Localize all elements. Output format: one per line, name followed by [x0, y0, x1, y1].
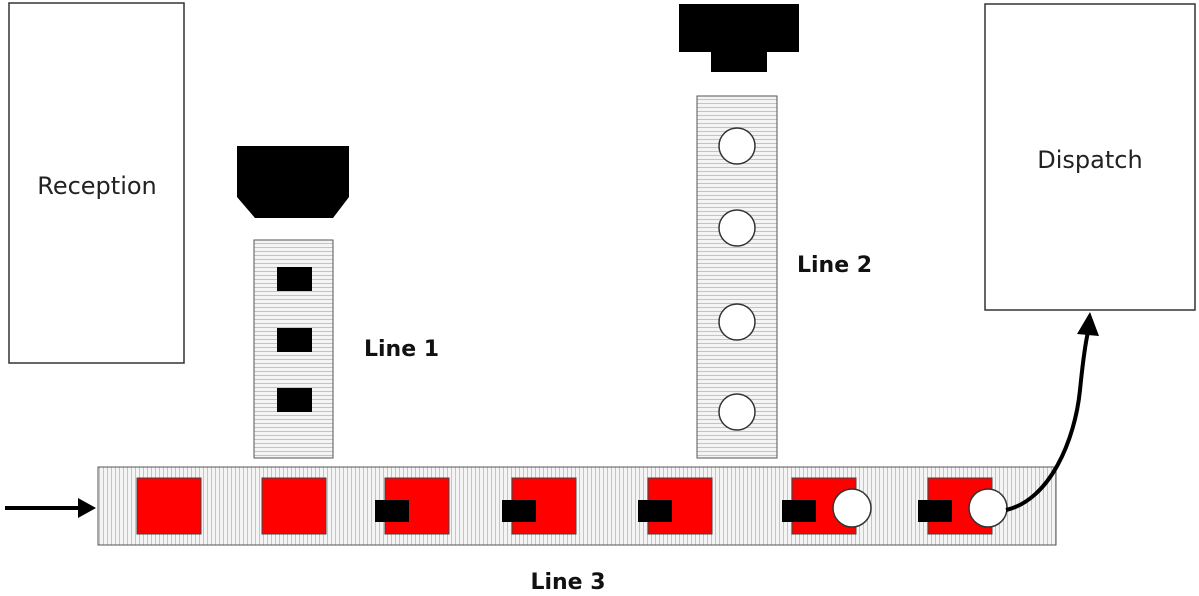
line2-conveyor: [696, 95, 778, 459]
line2-part: [718, 127, 756, 165]
input-arrow-icon: [5, 498, 96, 518]
line3-product: [918, 477, 1008, 535]
line1-conveyor: [253, 239, 334, 459]
line3-product: [502, 477, 577, 535]
line3-conveyor: [97, 466, 1057, 546]
line2-part: [718, 393, 756, 431]
product-white-circle: [832, 488, 872, 528]
line1-label: Line 1: [364, 337, 439, 362]
line3-product: [375, 477, 450, 535]
line1-parts: [277, 267, 312, 412]
product-black-part: [375, 500, 409, 522]
product-black-part: [638, 500, 672, 522]
line3-product: [638, 477, 713, 535]
line3-product: [261, 477, 327, 535]
line2-parts: [718, 127, 756, 431]
product-white-circle: [968, 488, 1008, 528]
line1-part: [277, 267, 312, 291]
line1-part: [277, 388, 312, 412]
line3-items: [136, 477, 1008, 535]
product-black-part: [918, 500, 952, 522]
line3-product: [782, 477, 872, 535]
line3-product: [136, 477, 202, 535]
line2-part: [718, 303, 756, 341]
line2-machine-icon: [679, 4, 799, 72]
reception-area: Reception: [8, 2, 185, 364]
line1-part: [277, 328, 312, 352]
product-red-square: [261, 477, 327, 535]
line2-label: Line 2: [797, 253, 872, 278]
reception-label: Reception: [37, 172, 157, 200]
line2-part: [718, 209, 756, 247]
product-black-part: [782, 500, 816, 522]
dispatch-label: Dispatch: [1037, 146, 1142, 174]
line3-label: Line 3: [530, 570, 605, 595]
product-black-part: [502, 500, 536, 522]
dispatch-area: Dispatch: [984, 3, 1196, 311]
line1-machine-icon: [237, 146, 349, 218]
output-arrow-icon: [1005, 312, 1099, 512]
product-red-square: [136, 477, 202, 535]
